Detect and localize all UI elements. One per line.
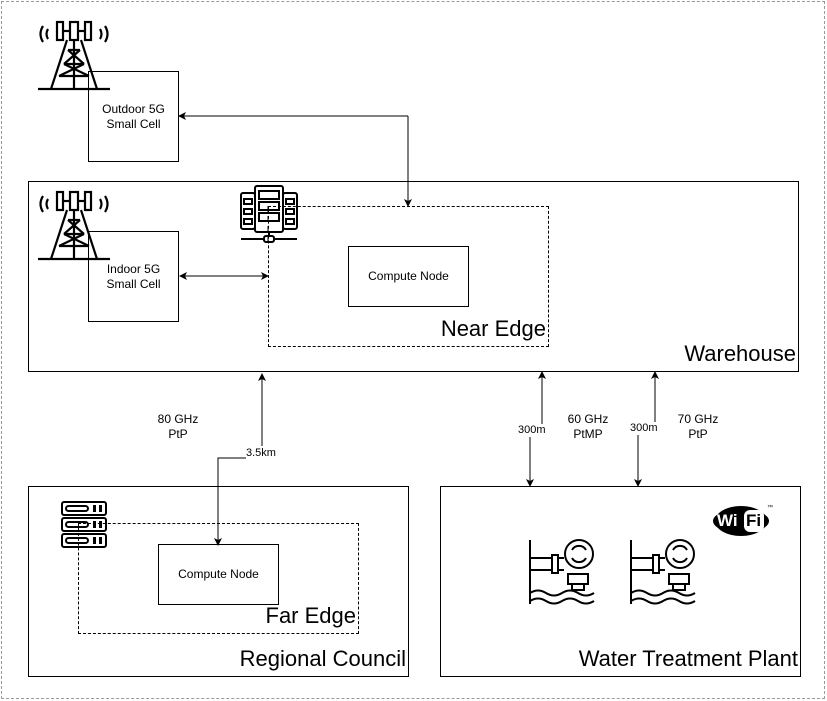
indoor-cell-label-2: Small Cell bbox=[106, 277, 161, 291]
cell-tower-icon bbox=[38, 20, 110, 91]
council-link-type: PtP bbox=[168, 427, 188, 441]
server-rack-icon bbox=[61, 501, 107, 548]
water-plant-label: Water Treatment Plant bbox=[578, 646, 798, 671]
outdoor-small-cell[interactable]: Outdoor 5G Small Cell bbox=[88, 71, 179, 162]
plant1-link-freq: 60 GHz bbox=[567, 412, 609, 426]
council-link-distance: 3.5km bbox=[246, 447, 276, 460]
near-edge-compute-node[interactable]: Compute Node bbox=[348, 246, 469, 307]
indoor-small-cell[interactable]: Indoor 5G Small Cell bbox=[88, 231, 179, 322]
wifi-logo-left: Wi bbox=[717, 511, 738, 530]
water-pump-icon bbox=[630, 539, 696, 605]
warehouse-label: Warehouse bbox=[684, 341, 796, 366]
water-pump-icon bbox=[529, 539, 595, 605]
council-link-label: 80 GHz PtP bbox=[148, 412, 208, 442]
wifi-logo-right: Fi bbox=[746, 511, 762, 530]
plant1-link-type: PtMP bbox=[573, 427, 603, 441]
far-compute-label: Compute Node bbox=[178, 567, 259, 581]
server-rack-icon bbox=[240, 185, 298, 243]
connector-council-down bbox=[214, 457, 246, 546]
plant1-link-distance: 300m bbox=[518, 424, 546, 437]
near-edge-label: Near Edge bbox=[440, 316, 546, 341]
wifi-logo-tm: ™ bbox=[767, 505, 773, 511]
near-compute-label: Compute Node bbox=[368, 269, 449, 283]
far-edge-compute-node[interactable]: Compute Node bbox=[158, 544, 279, 605]
wifi-logo-icon: Wi Fi ™ bbox=[713, 502, 775, 540]
plant2-link-distance: 300m bbox=[630, 422, 658, 435]
regional-council-label: Regional Council bbox=[239, 646, 406, 671]
indoor-cell-label-1: Indoor 5G bbox=[106, 262, 161, 276]
plant2-link-label: 70 GHz PtP bbox=[668, 412, 728, 442]
council-link-freq: 80 GHz bbox=[157, 412, 199, 426]
outdoor-cell-label-2: Small Cell bbox=[106, 117, 161, 131]
far-edge-label: Far Edge bbox=[265, 603, 357, 628]
plant2-link-freq: 70 GHz bbox=[677, 412, 719, 426]
plant1-link-label: 60 GHz PtMP bbox=[558, 412, 618, 442]
outdoor-cell-label-1: Outdoor 5G bbox=[102, 102, 165, 116]
plant2-link-type: PtP bbox=[688, 427, 708, 441]
cell-tower-icon bbox=[38, 190, 110, 261]
